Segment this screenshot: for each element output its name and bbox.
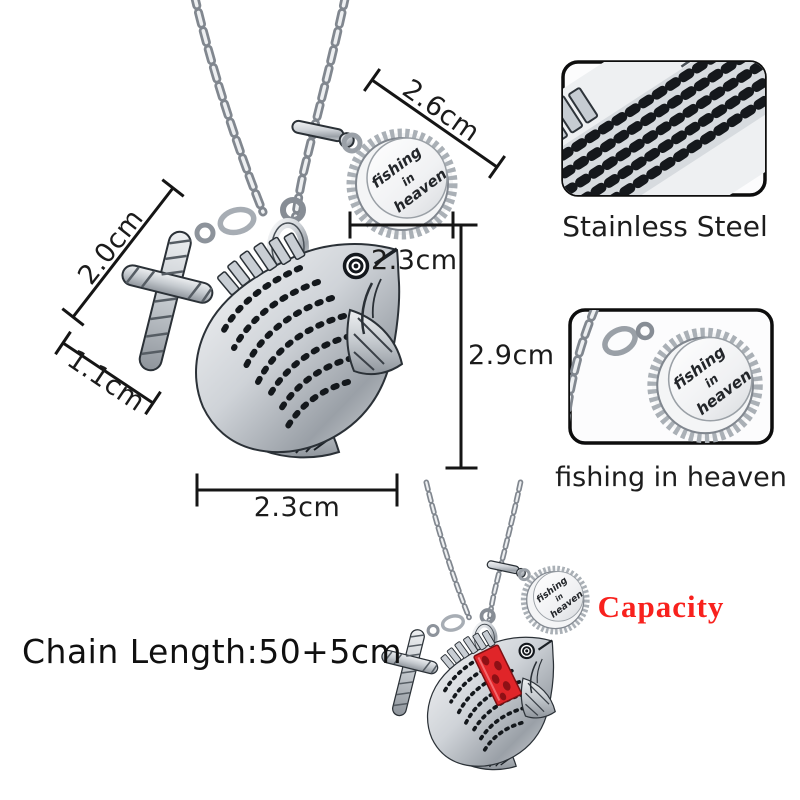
round-charm-icon: fishing in heaven (346, 128, 458, 240)
necklace-pendant-set: fishing in heaven (121, 0, 458, 459)
dorsal-fin-icon (217, 232, 306, 296)
fish-mouth (374, 247, 398, 266)
detail-panel-material (561, 60, 767, 197)
caption-engraving: fishing in heaven (555, 462, 787, 493)
small-necklace-photo (369, 482, 587, 769)
detail-panel-engraving (568, 308, 774, 445)
caption-material: Stainless Steel (562, 210, 768, 243)
fish-scales (221, 265, 355, 429)
chain-length-label: Chain Length:50+5cm (22, 632, 403, 671)
caption-capacity: Capacity (597, 589, 725, 624)
fish-eye-icon (342, 252, 370, 280)
chain-icon (190, 0, 350, 225)
dim-label-pendant-width: 2.3cm (253, 492, 341, 523)
dim-label-charm-diameter: 2.3cm (371, 245, 458, 276)
fish-pendant-icon (195, 232, 404, 459)
cross-charm-icon (121, 230, 214, 372)
dim-label-pendant-height: 2.9cm (468, 340, 555, 371)
charm-jump-ring (341, 132, 363, 154)
cross-loop (194, 222, 216, 244)
dimension-lines (54, 68, 506, 507)
capacity-band-icon (473, 644, 522, 706)
connector-ring (217, 206, 257, 236)
